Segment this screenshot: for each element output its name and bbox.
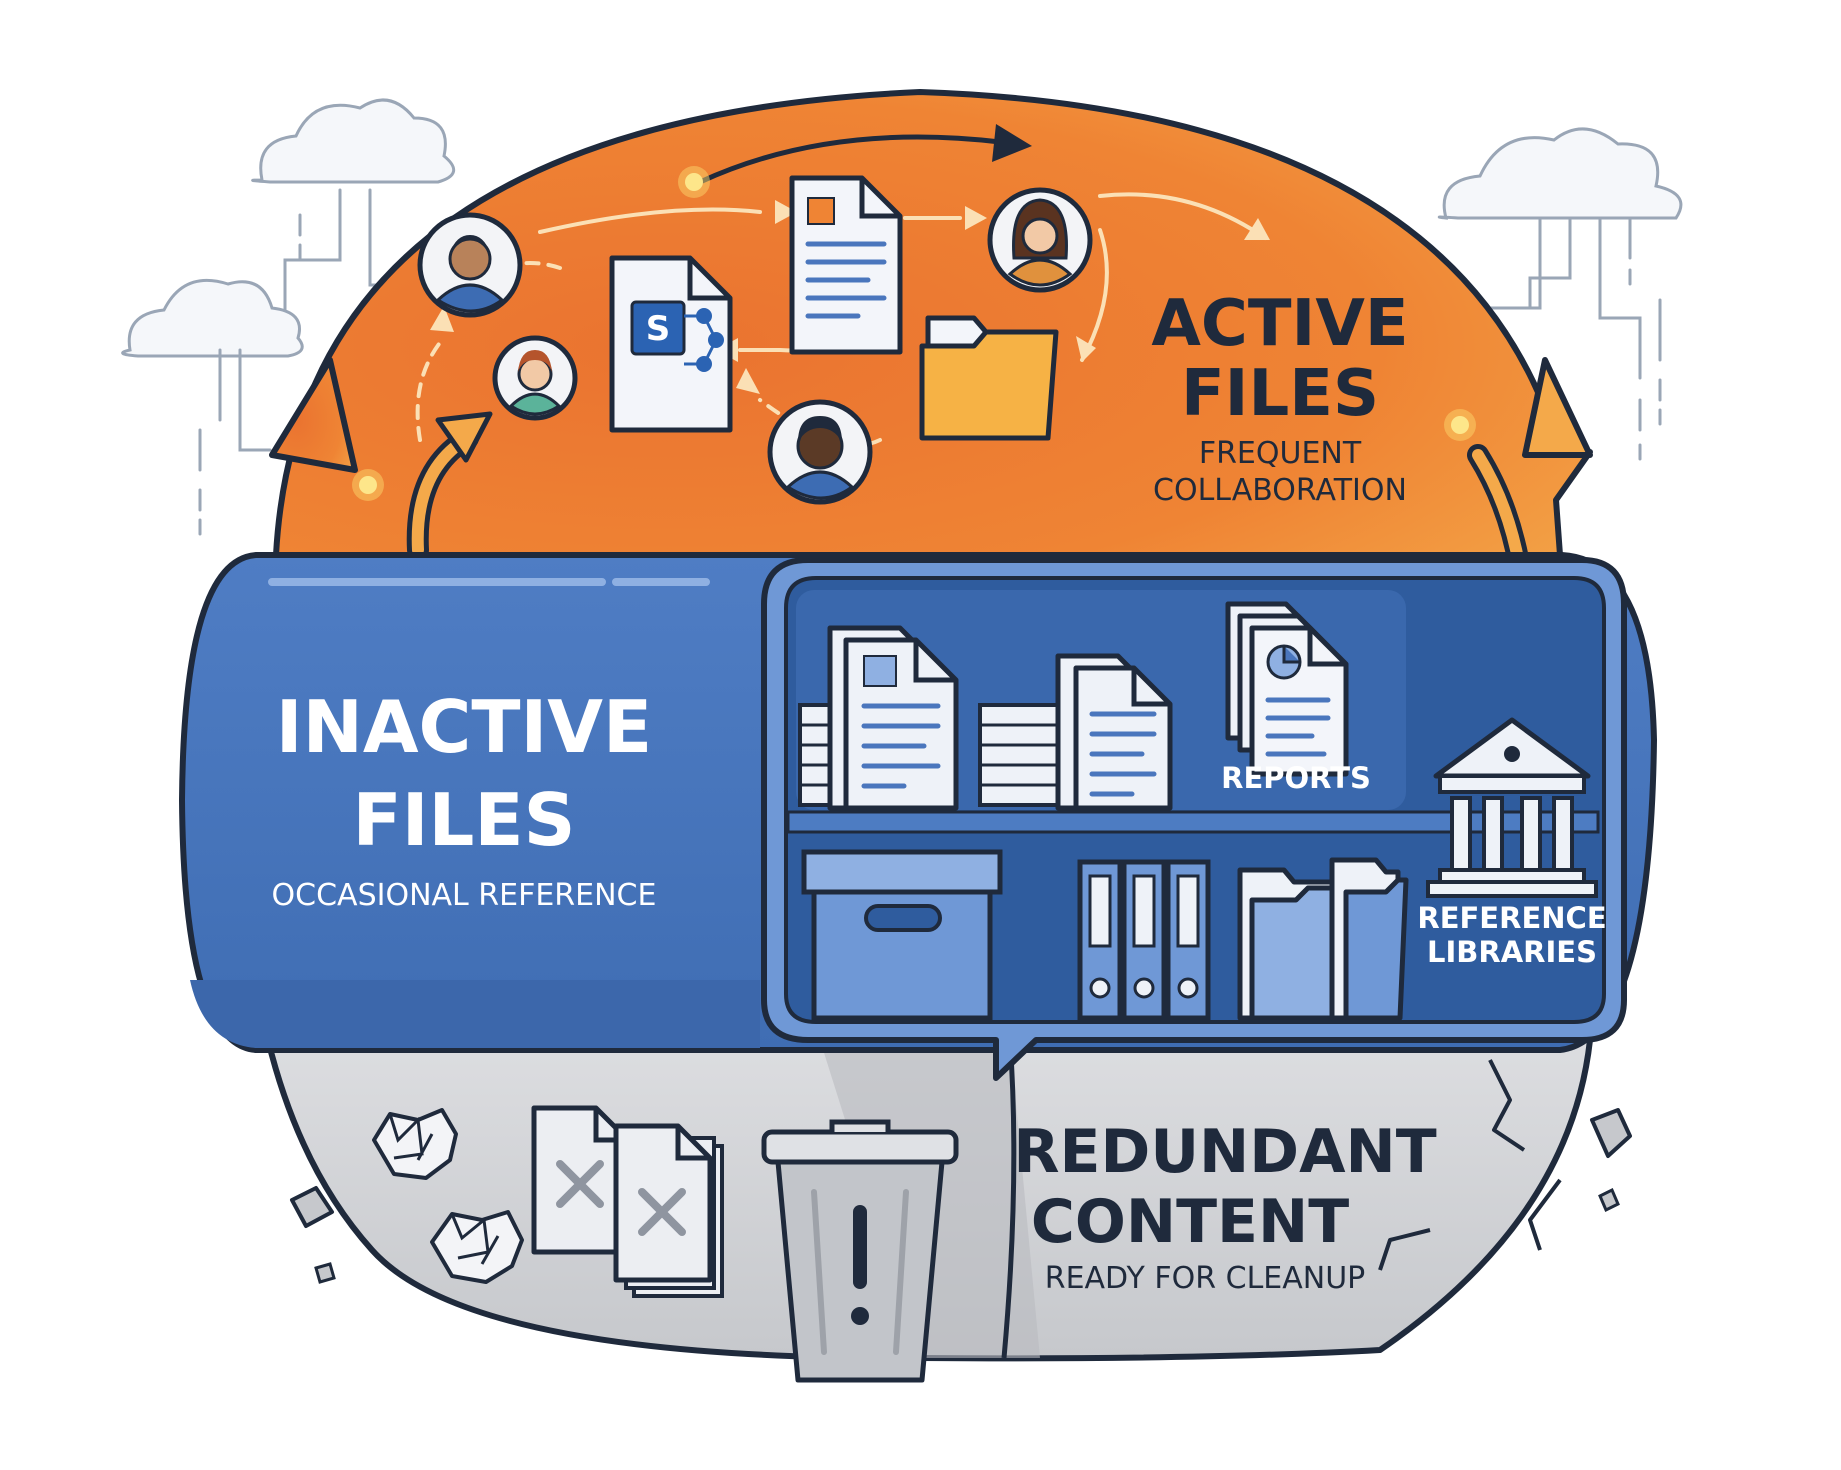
redundant-subtitle: READY FOR CLEANUP xyxy=(1045,1261,1366,1296)
redundant-content-zone: REDUNDANT CONTENT READY FOR CLEANUP xyxy=(265,1037,1632,1383)
archive-box-icon xyxy=(801,849,1003,1021)
libraries-label-line1: REFERENCE xyxy=(1417,901,1606,935)
cloud-network-left xyxy=(121,98,455,536)
debris-shard xyxy=(314,1262,336,1284)
active-subtitle-line2: COLLABORATION xyxy=(1153,473,1407,508)
redundant-title-line1: REDUNDANT xyxy=(1013,1117,1436,1187)
document-icon xyxy=(1055,653,1173,811)
binder-icon xyxy=(1165,859,1211,1021)
trash-can-icon xyxy=(761,1119,959,1383)
document-stack-icon xyxy=(798,625,1062,811)
flow-arrow-icon xyxy=(697,134,1003,185)
flow-arrow-icon xyxy=(415,338,444,442)
debris-shard xyxy=(1598,1187,1620,1213)
flow-arrow-icon xyxy=(538,207,762,234)
folder-icon xyxy=(1237,857,1409,1021)
folder-icon xyxy=(919,315,1059,441)
debris-shard xyxy=(290,1186,334,1228)
deleted-document-icon xyxy=(613,1123,724,1298)
library-building-icon xyxy=(1426,717,1598,898)
crumpled-paper-icon xyxy=(430,1210,524,1284)
inactive-subtitle: OCCASIONAL REFERENCE xyxy=(272,878,657,913)
crack-mark xyxy=(1378,1059,1562,1271)
activity-spark xyxy=(352,166,1476,501)
binder-icon xyxy=(1121,859,1167,1021)
user-avatar-icon xyxy=(492,335,578,421)
user-avatar-icon xyxy=(987,187,1093,293)
active-files-zone: S ACTIVE FILES FREQUENT COLLABORAT xyxy=(269,89,1593,691)
libraries-label-line2: LIBRARIES xyxy=(1427,935,1597,969)
binder-icon xyxy=(1077,859,1123,1021)
redundant-title-line2: CONTENT xyxy=(1031,1187,1349,1257)
cloud-icon xyxy=(251,98,455,184)
active-subtitle-line1: FREQUENT xyxy=(1199,436,1362,471)
crumpled-paper-icon xyxy=(372,1108,458,1180)
active-title-line2: FILES xyxy=(1181,357,1379,431)
inactive-title-line1: INACTIVE xyxy=(276,685,652,769)
debris-shard xyxy=(1590,1108,1632,1158)
cloud-network-right xyxy=(1437,127,1683,461)
sharepoint-letter: S xyxy=(646,309,671,349)
flow-arrow-icon xyxy=(1098,192,1267,240)
user-avatar-icon xyxy=(767,399,873,505)
inactive-files-zone: REPORTS xyxy=(179,552,1657,1081)
cloud-icon xyxy=(121,278,304,358)
reports-label: REPORTS xyxy=(1221,761,1371,795)
active-title-line1: ACTIVE xyxy=(1151,287,1408,361)
cloud-icon xyxy=(1437,127,1683,220)
inactive-title-line2: FILES xyxy=(353,778,576,862)
sharepoint-icon: S xyxy=(609,255,733,433)
user-avatar-icon xyxy=(417,212,523,318)
document-icon xyxy=(789,175,903,355)
report-icon xyxy=(1225,601,1349,777)
